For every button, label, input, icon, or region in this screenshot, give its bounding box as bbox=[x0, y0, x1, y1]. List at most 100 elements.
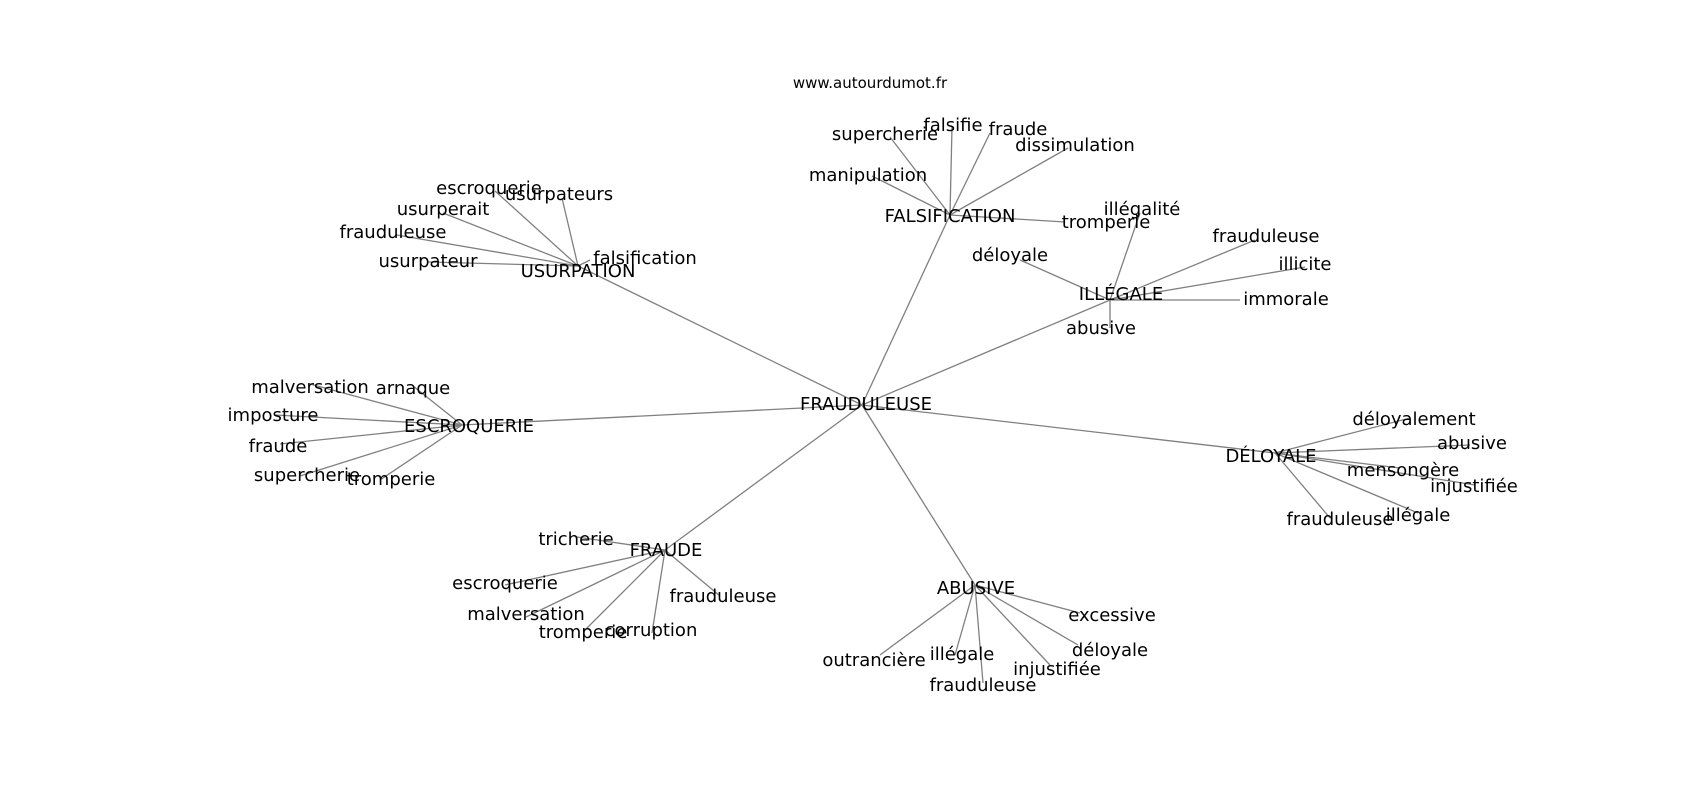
word-node-deloyale-5[interactable]: frauduleuse bbox=[1287, 509, 1394, 530]
edge-deloyale-4 bbox=[1274, 452, 1419, 514]
word-node-usurpation-4[interactable]: usurpateur bbox=[379, 251, 479, 272]
word-node-fraude-2[interactable]: frauduleuse bbox=[670, 586, 777, 607]
word-node-deloyale-0[interactable]: déloyalement bbox=[1352, 409, 1475, 430]
word-node-abusive-2[interactable]: injustifiée bbox=[1013, 659, 1101, 680]
word-node-escroquerie-1[interactable]: arnaque bbox=[376, 378, 450, 399]
edge-root-abusive bbox=[861, 404, 976, 586]
edge-root-usurpation bbox=[577, 265, 863, 406]
word-node-usurpation-0[interactable]: escroquerie bbox=[436, 178, 542, 199]
word-node-deloyale-1[interactable]: abusive bbox=[1437, 433, 1507, 454]
graph-edges bbox=[274, 126, 1476, 684]
edge-falsification-1 bbox=[949, 126, 953, 216]
edge-escroquerie-2 bbox=[274, 414, 463, 426]
word-node-falsification-2[interactable]: fraude bbox=[989, 119, 1048, 140]
edge-escroquerie-1 bbox=[412, 385, 463, 426]
edge-escroquerie-3 bbox=[279, 424, 463, 445]
edge-abusive-4 bbox=[954, 584, 976, 656]
edge-illegale-2 bbox=[1019, 259, 1111, 301]
edge-illegale-3 bbox=[1109, 266, 1306, 301]
source-credit: www.autourdumot.fr bbox=[793, 74, 948, 92]
edge-deloyale-5 bbox=[1274, 452, 1331, 519]
edge-abusive-1 bbox=[974, 584, 1079, 646]
word-node-usurpation-1[interactable]: usurpateurs bbox=[505, 184, 613, 205]
word-node-fraude-0[interactable]: tricherie bbox=[538, 529, 613, 550]
group-node-abusive[interactable]: ABUSIVE bbox=[937, 578, 1015, 599]
word-node-illegale-5[interactable]: abusive bbox=[1066, 318, 1136, 339]
group-node-deloyale[interactable]: DÉLOYALE bbox=[1225, 445, 1316, 467]
edge-illegale-0 bbox=[1109, 212, 1141, 301]
word-node-abusive-4[interactable]: illégale bbox=[930, 644, 995, 665]
word-node-deloyale-4[interactable]: illégale bbox=[1386, 505, 1451, 526]
word-node-fraude-1[interactable]: escroquerie bbox=[452, 573, 558, 594]
word-node-illegale-1[interactable]: frauduleuse bbox=[1213, 226, 1320, 247]
word-node-usurpation-3[interactable]: frauduleuse bbox=[340, 222, 447, 243]
edge-abusive-2 bbox=[974, 584, 1051, 666]
word-node-fraude-4[interactable]: tromperie bbox=[539, 622, 628, 643]
edge-root-fraude bbox=[664, 404, 863, 551]
word-node-falsification-1[interactable]: falsifie bbox=[923, 115, 982, 136]
word-node-illegale-2[interactable]: déloyale bbox=[972, 245, 1048, 266]
edge-abusive-5 bbox=[879, 584, 976, 656]
edge-deloyale-0 bbox=[1274, 417, 1411, 454]
edge-fraude-0 bbox=[576, 536, 666, 551]
word-node-illegale-3[interactable]: illicite bbox=[1278, 254, 1331, 275]
edge-usurpation-5 bbox=[577, 259, 591, 267]
edge-fraude-3 bbox=[525, 549, 666, 618]
word-node-falsification-5[interactable]: tromperie bbox=[1062, 212, 1151, 233]
edge-falsification-3 bbox=[949, 147, 1069, 216]
edge-fraude-5 bbox=[651, 549, 666, 634]
word-node-escroquerie-2[interactable]: imposture bbox=[228, 405, 319, 426]
edge-fraude-4 bbox=[584, 549, 666, 631]
group-node-escroquerie[interactable]: ESCROQUERIE bbox=[404, 416, 534, 437]
word-node-escroquerie-5[interactable]: tromperie bbox=[347, 469, 436, 490]
group-node-usurpation[interactable]: USURPATION bbox=[521, 261, 636, 282]
word-node-illegale-4[interactable]: immorale bbox=[1243, 289, 1329, 310]
edge-deloyale-3 bbox=[1274, 452, 1476, 486]
edge-usurpation-4 bbox=[427, 261, 579, 267]
word-node-falsification-0[interactable]: supercherie bbox=[832, 124, 938, 145]
edge-usurpation-3 bbox=[396, 234, 579, 267]
edge-usurpation-0 bbox=[494, 190, 579, 267]
word-node-falsification-4[interactable]: manipulation bbox=[809, 165, 927, 186]
word-node-usurpation-2[interactable]: usurperait bbox=[397, 199, 490, 220]
group-node-falsification[interactable]: FALSIFICATION bbox=[885, 206, 1016, 227]
word-node-escroquerie-4[interactable]: supercherie bbox=[254, 465, 360, 486]
word-node-fraude-3[interactable]: malversation bbox=[467, 604, 585, 625]
edge-escroquerie-0 bbox=[309, 383, 463, 426]
word-node-illegale-0[interactable]: illégalité bbox=[1104, 199, 1181, 220]
edge-fraude-2 bbox=[664, 549, 721, 597]
edge-falsification-4 bbox=[871, 175, 951, 216]
edge-escroquerie-5 bbox=[379, 424, 463, 481]
edge-root-illegale bbox=[861, 299, 1111, 406]
group-node-fraude[interactable]: FRAUDE bbox=[630, 540, 703, 561]
edge-usurpation-2 bbox=[442, 212, 579, 267]
edge-root-deloyale bbox=[861, 404, 1276, 454]
group-node-illegale[interactable]: ILLÉGALE bbox=[1079, 283, 1163, 305]
word-node-escroquerie-0[interactable]: malversation bbox=[251, 377, 369, 398]
word-node-usurpation-5[interactable]: falsification bbox=[593, 248, 697, 269]
word-node-deloyale-2[interactable]: mensongère bbox=[1347, 460, 1459, 481]
word-node-abusive-1[interactable]: déloyale bbox=[1072, 640, 1148, 661]
edge-escroquerie-4 bbox=[299, 424, 463, 477]
word-node-fraude-5[interactable]: corruption bbox=[605, 620, 698, 641]
word-node-abusive-5[interactable]: outrancière bbox=[822, 650, 925, 671]
word-node-falsification-3[interactable]: dissimulation bbox=[1015, 135, 1135, 156]
edge-fraude-1 bbox=[504, 549, 666, 586]
edge-falsification-2 bbox=[949, 132, 991, 216]
edge-illegale-1 bbox=[1109, 239, 1256, 301]
word-node-abusive-0[interactable]: excessive bbox=[1068, 605, 1156, 626]
edge-root-falsification bbox=[861, 214, 951, 406]
word-node-escroquerie-3[interactable]: fraude bbox=[249, 436, 308, 457]
edge-falsification-5 bbox=[949, 214, 1066, 223]
edge-deloyale-1 bbox=[1274, 444, 1471, 454]
word-node-deloyale-3[interactable]: injustifiée bbox=[1430, 476, 1518, 497]
word-node-abusive-3[interactable]: frauduleuse bbox=[930, 675, 1037, 696]
edge-usurpation-1 bbox=[561, 197, 579, 267]
edge-deloyale-2 bbox=[1274, 452, 1401, 469]
root-node[interactable]: FRAUDULEUSE bbox=[800, 394, 932, 415]
edge-root-escroquerie bbox=[461, 404, 863, 426]
edge-falsification-0 bbox=[889, 136, 951, 216]
edge-abusive-3 bbox=[974, 584, 984, 684]
